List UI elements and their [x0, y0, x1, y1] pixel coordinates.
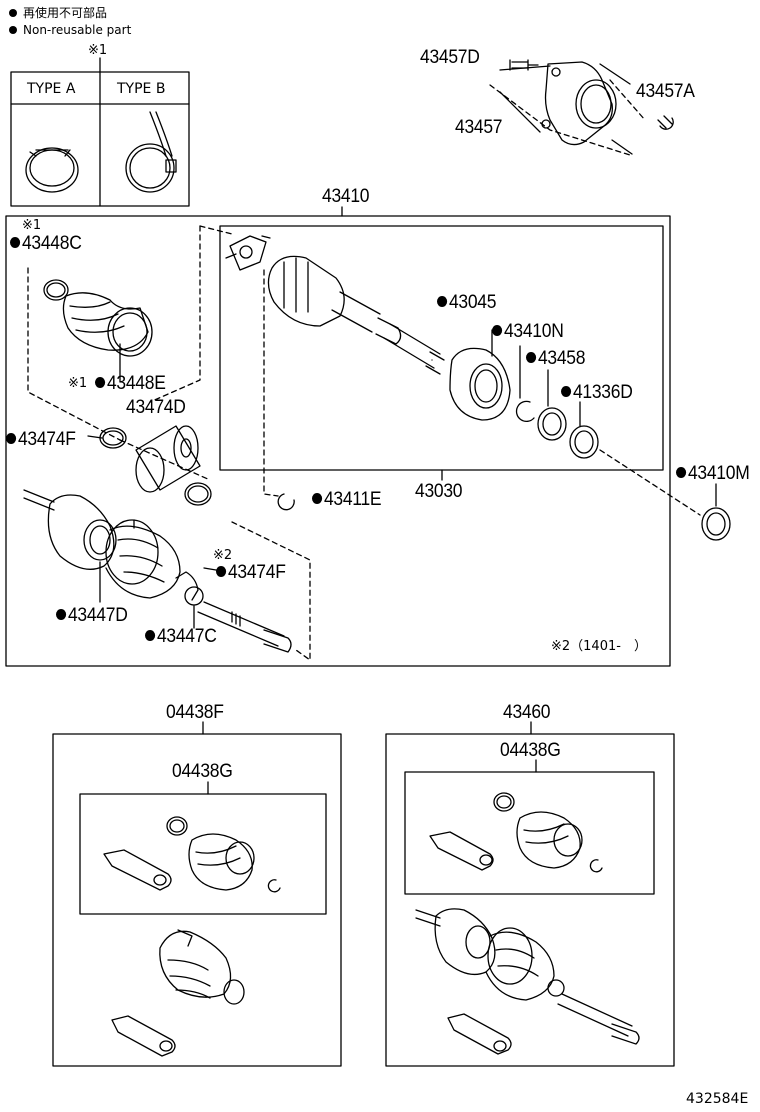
part-label-43457D[interactable]: 43457D [420, 47, 480, 68]
seal-43410M-drawing [701, 483, 731, 541]
drive-shaft-43460-frame [385, 733, 675, 1067]
part-label-43457A[interactable]: 43457A [636, 81, 695, 102]
part-label-43460[interactable]: 43460 [503, 702, 551, 723]
part-label-43447D[interactable]: 43447D [56, 606, 128, 625]
part-label-04438G-right[interactable]: 04438G [500, 740, 561, 761]
boot-kit-right-contents [415, 792, 640, 1055]
damper-43474D-drawing [135, 425, 201, 493]
part-label-43448C[interactable]: 43448C [10, 234, 82, 253]
legend-dot-icon [9, 9, 17, 17]
type-a-clamp-icon [25, 147, 79, 193]
inboard-joint-boot-43447-drawing [23, 489, 292, 653]
legend-line-english: Non-reusable part [9, 24, 131, 36]
bearing-43458-drawing [537, 369, 567, 441]
assembly-guide-lines [27, 225, 701, 661]
note-mark-43448C: ※1 [22, 218, 42, 233]
boot-kit-04438G-right-frame [404, 771, 655, 895]
boot-kit-04438F-frame [52, 733, 342, 1067]
part-label-43458[interactable]: 43458 [526, 349, 586, 368]
diagram-reference-code: 432584E [686, 1091, 749, 1107]
part-label-41336D[interactable]: 41336D [561, 383, 633, 402]
legend-dot-icon [9, 26, 17, 34]
legend-line-japanese: 再使用不可部品 [9, 7, 107, 19]
type-a-header: TYPE A [27, 81, 76, 97]
part-label-43447C[interactable]: 43447C [145, 627, 217, 646]
part-label-43474F-right[interactable]: 43474F [216, 563, 286, 582]
part-label-43474D[interactable]: 43474D [126, 397, 186, 418]
tripod-joint-drawing [225, 235, 271, 271]
boot-clamp-43474F-left-drawing [99, 427, 127, 449]
snap-ring-43411E-drawing [277, 493, 295, 511]
part-label-43030[interactable]: 43030 [415, 481, 463, 502]
seal-41336D-drawing [569, 401, 599, 459]
boot-43448E-drawing [62, 292, 153, 383]
boot-kit-left-contents [103, 816, 281, 1057]
part-label-43410N[interactable]: 43410N [492, 322, 564, 341]
part-label-43410M[interactable]: 43410M [676, 464, 750, 483]
part-label-04438G-left[interactable]: 04438G [172, 761, 233, 782]
note-mark-43474F-right: ※2 [213, 548, 233, 563]
part-label-04438F[interactable]: 04438F [166, 702, 224, 723]
housing-43045-drawing [449, 347, 511, 421]
part-label-43457[interactable]: 43457 [455, 117, 503, 138]
clamp-type-marker: ※1 [88, 43, 108, 58]
clamp-type-table [10, 57, 190, 207]
note-mark-43448E: ※1 [68, 376, 88, 391]
part-label-43448E[interactable]: 43448E [95, 374, 166, 393]
type-b-clamp-icon [125, 111, 177, 193]
snap-ring-43410N-drawing [515, 345, 535, 422]
boot-kit-04438G-left-frame [79, 793, 327, 915]
part-label-43410[interactable]: 43410 [322, 186, 370, 207]
part-label-43045[interactable]: 43045 [437, 293, 497, 312]
part-label-43411E[interactable]: 43411E [312, 490, 382, 509]
note-serial-range: ※2（1401- ） [551, 639, 647, 654]
outboard-housing-drawing [267, 255, 445, 375]
type-b-header: TYPE B [117, 81, 166, 97]
bearing-bracket-43457-drawing [489, 59, 674, 156]
boot-clamp-43448C-drawing [43, 279, 69, 301]
part-label-43474F-left[interactable]: 43474F [6, 430, 76, 449]
boot-clamp-43474F-right-drawing [184, 482, 212, 506]
